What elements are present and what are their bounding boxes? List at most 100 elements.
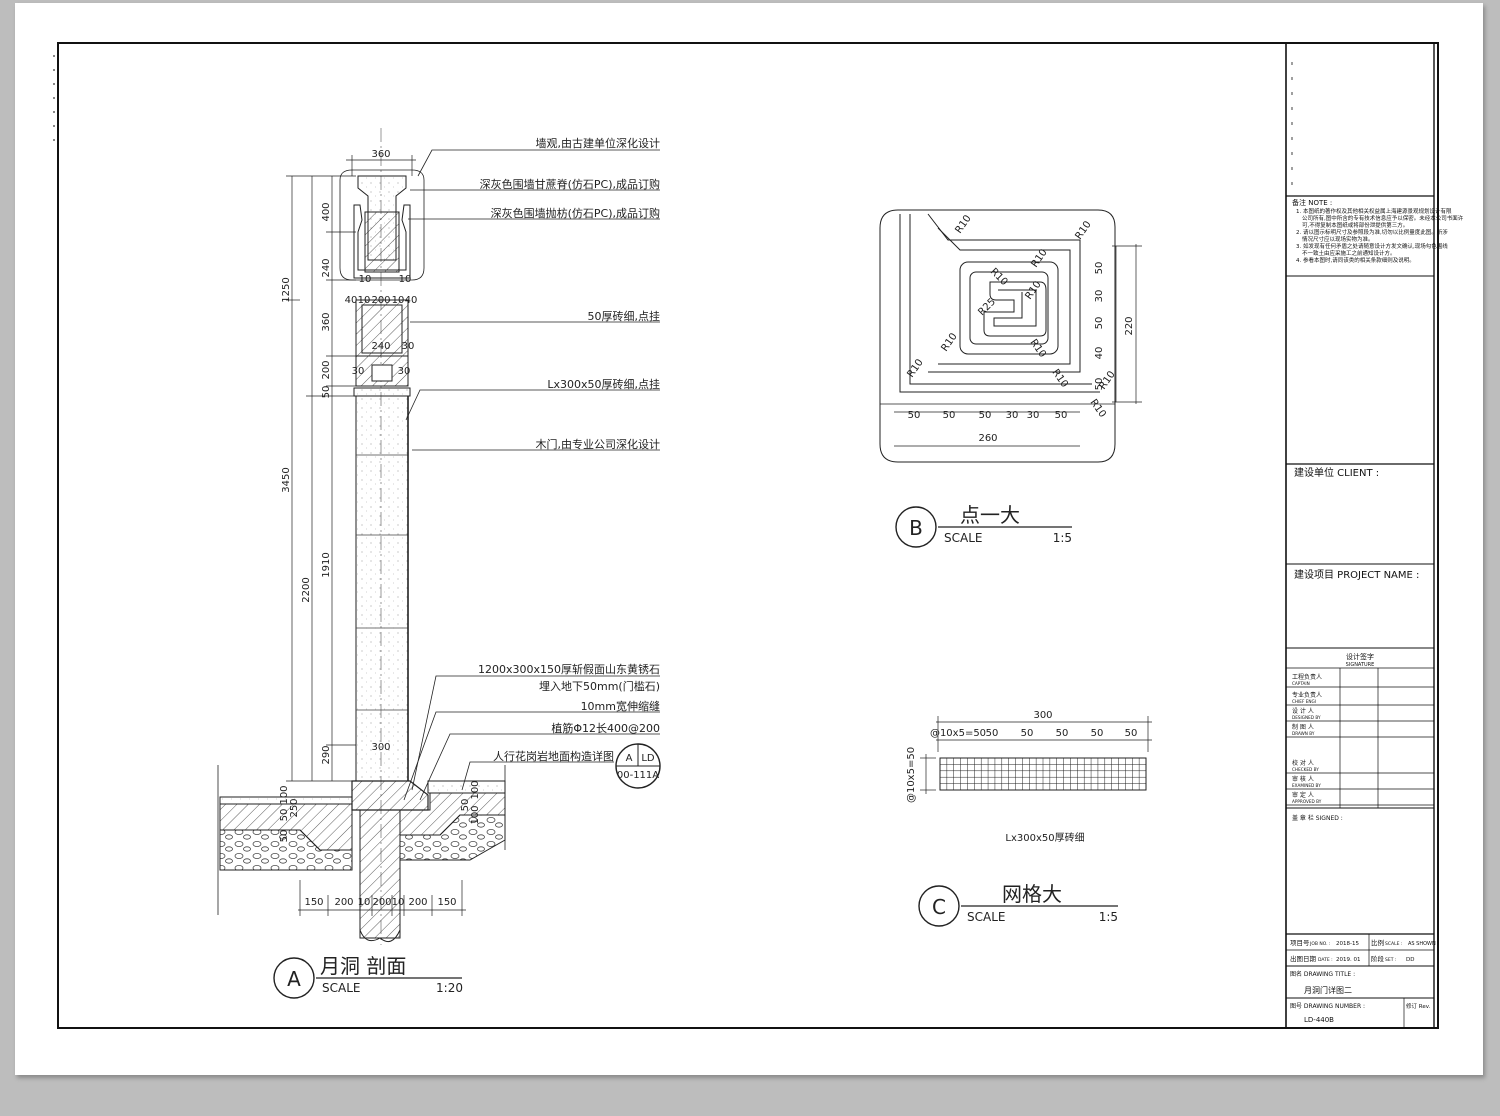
dim-int: 50 [279, 830, 290, 843]
dim-240: 240 [321, 258, 332, 277]
ref-tag-series: LD [641, 753, 655, 764]
dim-bottom: 150 [437, 897, 456, 908]
dim-bottom: 10 [392, 897, 405, 908]
dim-2200: 2200 [301, 577, 312, 602]
ref-tag-letter: A [626, 753, 633, 764]
dim-int: 250 [289, 798, 300, 817]
dim-200: 200 [321, 360, 332, 379]
radius-label: R10 [1050, 367, 1070, 389]
dim-bottom: 200 [408, 897, 427, 908]
client-label: 建设单位 CLIENT : [1294, 466, 1379, 479]
dim-c-top: 50 [1091, 728, 1104, 739]
callout-threshold-stone: 1200x300x150厚斩假面山东黄锈石 [478, 662, 660, 676]
dim-bottom: 30 [1006, 410, 1019, 421]
dim-c-top: 50 [1125, 728, 1138, 739]
role-label-en: DESIGNED BY [1292, 715, 1321, 720]
detail-b-plan [879, 209, 1142, 548]
drawing-title-value: 月洞门详图二 [1304, 985, 1352, 995]
detail-a-scale-word: SCALE [322, 981, 360, 995]
scale-value: AS SHOWN [1408, 941, 1436, 947]
scale-en: SCALE : [1385, 941, 1402, 947]
role-label-en: CAPTAIN [1292, 681, 1310, 686]
dim-top-360: 360 [371, 149, 390, 160]
dim-bottom: 50 [908, 410, 921, 421]
scale-label: 比例 [1371, 938, 1384, 947]
dim-int: 240 [371, 341, 390, 352]
dim-bottom: 30 [1027, 410, 1040, 421]
callout-ridge: 深灰色围墙甘蔗脊(仿石PC),成品订购 [480, 177, 660, 191]
drawing-title-label: 图名 DRAWING TITLE : [1290, 970, 1355, 978]
dim-c-top: 50 [1021, 728, 1034, 739]
callout-brick-lx300: Lx300x50厚砖细,点挂 [547, 377, 660, 391]
role-label-en: DRAWN BY [1292, 731, 1315, 736]
dim-1250: 1250 [281, 277, 292, 302]
dim-int: 30 [402, 341, 415, 352]
detail-b-scale: 1:5 [1053, 531, 1072, 545]
dim-bottom: 50 [1055, 410, 1068, 421]
dim-int: 50 [460, 799, 471, 812]
dim-int: 200 [371, 295, 390, 306]
callout-brick-50: 50厚砖细,点挂 [588, 309, 661, 323]
dim-50: 50 [321, 386, 332, 399]
detail-c-scale-word: SCALE [967, 910, 1005, 924]
role-label: 设 计 人 [1292, 707, 1314, 715]
role-label: 审 核 人 [1292, 775, 1314, 783]
dim-int: 10 [359, 274, 372, 285]
role-label-en: EXAMINED BY [1292, 783, 1321, 788]
radius-label: R10 [988, 266, 1010, 288]
role-label: 制 图 人 [1292, 723, 1314, 731]
cad-drawing: 墙观,由古建单位深化设计 深灰色围墙甘蔗脊(仿石PC),成品订购 深灰色围墙抛枋… [53, 42, 1464, 1029]
dim-int: 10 [392, 295, 405, 306]
signature-title: 设计签字 [1346, 652, 1374, 661]
dim-right: 50 [1094, 378, 1105, 391]
dim-int: 30 [352, 366, 365, 377]
dim-1910: 1910 [321, 552, 332, 577]
dim-400: 400 [321, 202, 332, 221]
set-en: SET : [1385, 957, 1396, 963]
radius-label: R10 [905, 357, 925, 379]
dim-c-total: 300 [1033, 710, 1052, 721]
dim-c-first: @10x5=50 [930, 728, 986, 739]
detail-a-section [217, 128, 661, 999]
date-value: 2019. 01 [1336, 957, 1361, 963]
drawing-number-label: 图号 DRAWING NUMBER : [1290, 1003, 1365, 1010]
dim-360: 360 [321, 312, 332, 331]
dim-int: 10 [358, 295, 371, 306]
callout-coping: 墙观,由古建单位深化设计 [536, 136, 661, 150]
callout-rebar: 植筋Φ12长400@200 [551, 721, 660, 735]
date-en: DATE : [1318, 957, 1333, 963]
dim-int: 40 [405, 295, 418, 306]
set-label: 阶段 [1371, 954, 1385, 963]
role-label-en: CHECKED BY [1292, 767, 1319, 772]
dim-int: 40 [345, 295, 358, 306]
detail-b-title: 点一大 [960, 503, 1020, 527]
dim-bottom: 50 [943, 410, 956, 421]
radius-label: R10 [939, 331, 959, 353]
dim-c-left: @10x5=50 [906, 747, 917, 803]
dim-int: 10 [399, 274, 412, 285]
dim-int: 50 [279, 809, 290, 822]
radius-label: R10 [1073, 219, 1093, 241]
detail-a-title: 月洞 剖面 [320, 954, 406, 978]
ref-tag-sheet: 00-111A [617, 770, 659, 781]
job-en: JOB NO. : [1309, 941, 1331, 947]
dim-c-top: 50 [1056, 728, 1069, 739]
stamp-label: 盖 章 栏 SIGNED : [1292, 814, 1343, 822]
role-label: 专业负责人 [1292, 691, 1322, 699]
detail-b-letter: B [909, 516, 923, 540]
detail-b-scale-word: SCALE [944, 531, 982, 545]
detail-c-grid [918, 716, 1152, 927]
dim-3450: 3450 [281, 467, 292, 492]
dim-right: 40 [1094, 347, 1105, 360]
role-label-en: APPROVED BY [1292, 799, 1322, 804]
role-label: 审 定 人 [1292, 791, 1314, 799]
dim-right: 50 [1094, 317, 1105, 330]
detail-c-caption: Lx300x50厚砖细 [1005, 831, 1084, 844]
radius-label: R10 [1029, 247, 1049, 269]
dim-right-total: 220 [1124, 316, 1135, 335]
drawing-sheet: 墙观,由古建单位深化设计 深灰色围墙甘蔗脊(仿石PC),成品订购 深灰色围墙抛枋… [15, 3, 1483, 1075]
callout-fascia: 深灰色围墙抛枋(仿石PC),成品订购 [491, 206, 660, 220]
role-label-en: CHIEF ENGI [1292, 699, 1316, 704]
role-label: 校 对 人 [1292, 759, 1314, 767]
dim-int: 100 [470, 805, 481, 824]
